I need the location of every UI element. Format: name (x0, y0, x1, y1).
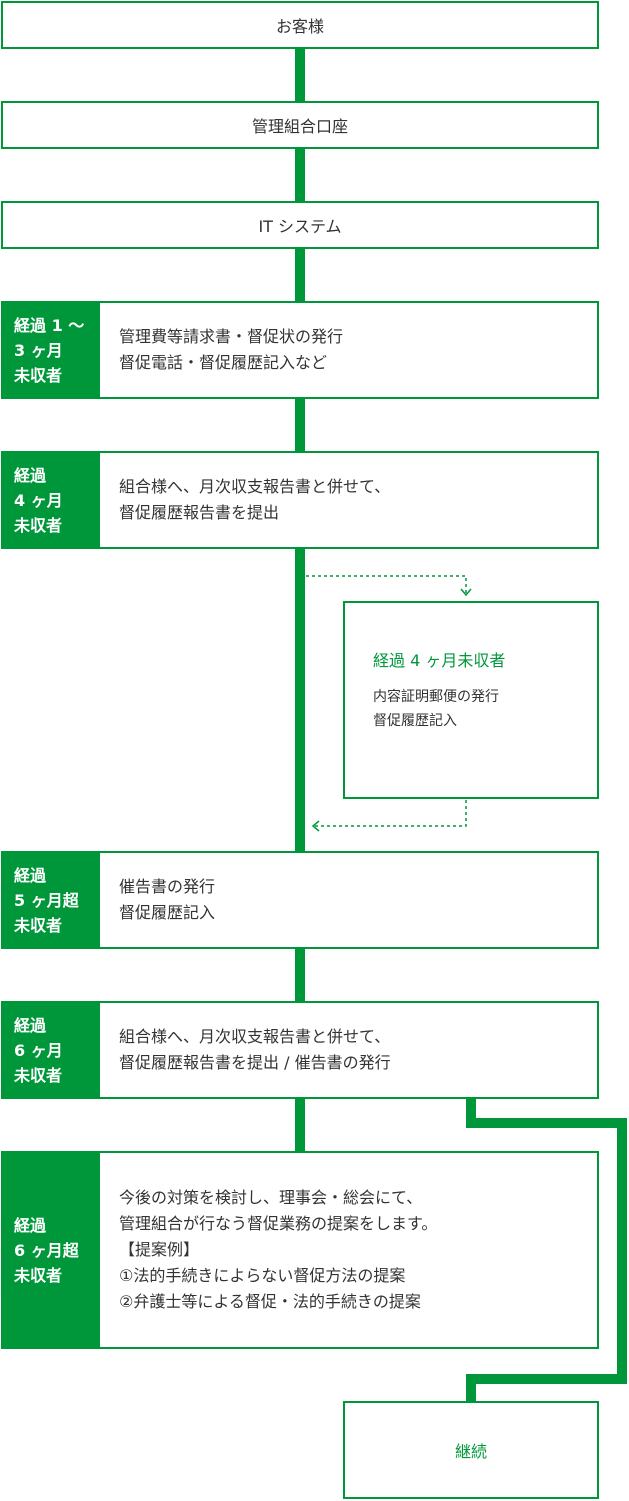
stage-line: 管理組合が行なう督促業務の提案をします。 (119, 1214, 438, 1233)
branch-out-dashed-line (306, 575, 467, 594)
stage-box-1: 経過 1 〜 3 ヶ月 未収者 管理費等請求書・督促状の発行 督促電話・督促履歴… (1, 301, 599, 399)
stage-line: ①法的手続きによらない督促方法の提案 (119, 1266, 406, 1285)
stage-line: 督促履歴記入 (119, 903, 216, 922)
stage-body-3: 催告書の発行 督促履歴記入 (100, 853, 597, 947)
stage-label-3: 経過 5 ヶ月超 未収者 (1, 851, 100, 949)
customer-label: お客様 (275, 17, 324, 36)
side-branch-box: 経過 4 ヶ月未収者 内容証明郵便の発行 督促履歴記入 (343, 601, 599, 799)
customer-box: お客様 (1, 1, 599, 49)
stage-line: 【提案例】 (119, 1240, 200, 1259)
continue-label: 継続 (454, 1442, 487, 1461)
continue-box: 継続 (343, 1401, 599, 1499)
account-label: 管理組合口座 (251, 117, 348, 136)
stage-box-3: 経過 5 ヶ月超 未収者 催告書の発行 督促履歴記入 (1, 851, 599, 949)
stage-line: 組合様へ、月次収支報告書と併せて、 (119, 1027, 391, 1046)
stage-line: 督促電話・督促履歴記入など (119, 353, 328, 372)
stage-box-5: 経過 6 ヶ月超 未収者 今後の対策を検討し、理事会・総会にて、 管理組合が行な… (1, 1151, 599, 1349)
branch-in-arrowhead (311, 820, 320, 832)
stage-body-5: 今後の対策を検討し、理事会・総会にて、 管理組合が行なう督促業務の提案をします。… (100, 1153, 597, 1347)
stage-box-4: 経過 6 ヶ月 未収者 組合様へ、月次収支報告書と併せて、 督促履歴報告書を提出… (1, 1001, 599, 1099)
stage-label-1: 経過 1 〜 3 ヶ月 未収者 (1, 301, 100, 399)
side-branch-line: 内容証明郵便の発行 (373, 689, 499, 705)
account-box: 管理組合口座 (1, 101, 599, 149)
stage-label-5: 経過 6 ヶ月超 未収者 (1, 1151, 100, 1349)
stage-line: 催告書の発行 (119, 877, 216, 896)
stage-body-4: 組合様へ、月次収支報告書と併せて、 督促履歴報告書を提出 / 催告書の発行 (100, 1003, 597, 1097)
side-branch-line: 督促履歴記入 (373, 713, 457, 729)
branch-in-dashed-line (314, 800, 467, 827)
stage-line: 督促履歴報告書を提出 (119, 503, 280, 522)
stage-line: 管理費等請求書・督促状の発行 (119, 327, 344, 346)
side-branch-title: 経過 4 ヶ月未収者 (373, 651, 506, 670)
system-box: IT システム (1, 201, 599, 249)
stage-label-4: 経過 6 ヶ月 未収者 (1, 1001, 100, 1099)
branch-out-arrowhead (460, 588, 472, 597)
stage-line: 督促履歴報告書を提出 / 催告書の発行 (119, 1053, 391, 1072)
system-label: IT システム (258, 217, 342, 236)
stage-line: 今後の対策を検討し、理事会・総会にて、 (119, 1188, 423, 1207)
stage-body-2: 組合様へ、月次収支報告書と併せて、 督促履歴報告書を提出 (100, 453, 597, 547)
stage-line: ②弁護士等による督促・法的手続きの提案 (119, 1292, 421, 1311)
stage-line: 組合様へ、月次収支報告書と併せて、 (119, 477, 391, 496)
stage-label-2: 経過 4 ヶ月 未収者 (1, 451, 100, 549)
continue-flow-line (466, 1099, 627, 1402)
stage-box-2: 経過 4 ヶ月 未収者 組合様へ、月次収支報告書と併せて、 督促履歴報告書を提出 (1, 451, 599, 549)
stage-body-1: 管理費等請求書・督促状の発行 督促電話・督促履歴記入など (100, 303, 597, 397)
